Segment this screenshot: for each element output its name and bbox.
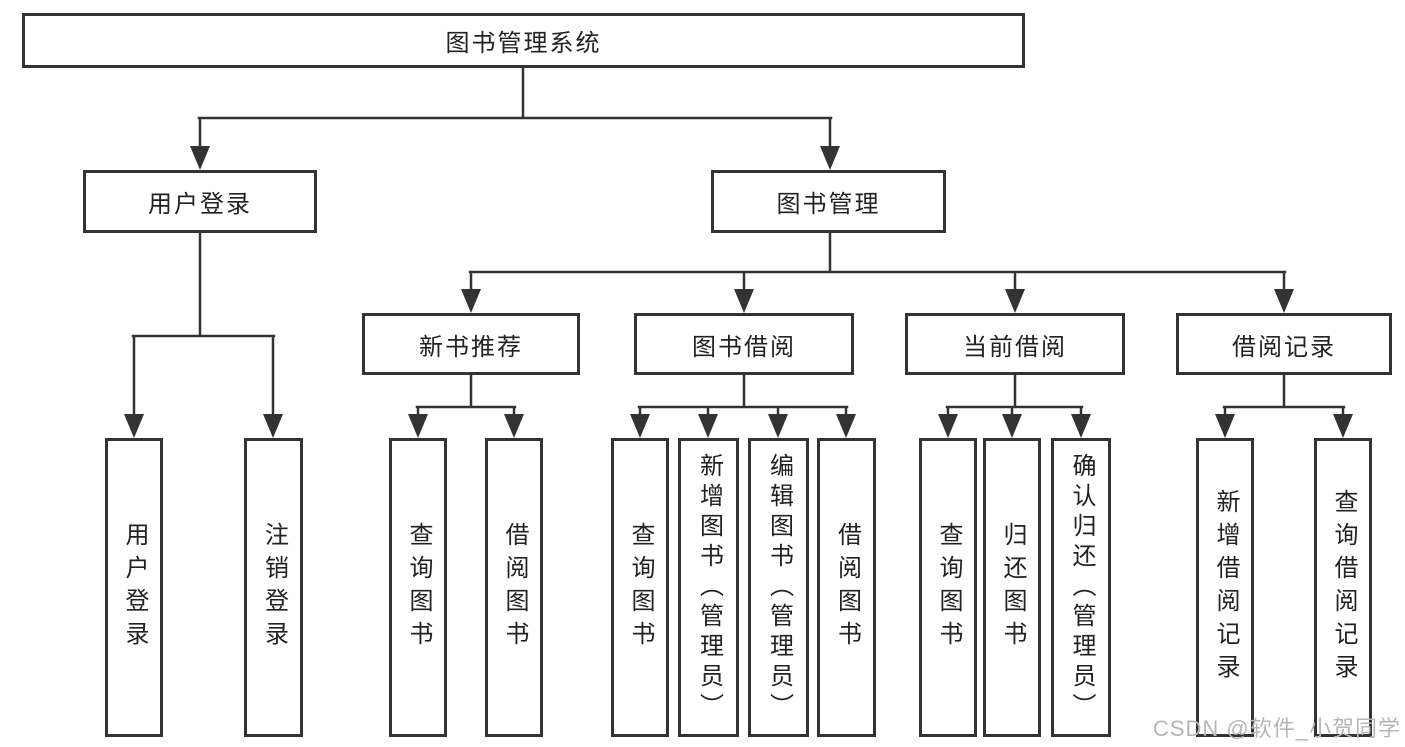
- leaf-user-login: 用户登录: [105, 438, 163, 737]
- node-book-borrow: 图书借阅: [634, 313, 854, 375]
- leaf-cb-confirm-return-admin: 确认归还（管理员）: [1051, 438, 1111, 737]
- leaf-rec-borrow-books: 借阅图书: [485, 438, 543, 737]
- node-user-login: 用户登录: [83, 170, 317, 233]
- leaf-logout: 注销登录: [244, 438, 303, 737]
- leaf-br-add-record: 新增借阅记录: [1196, 438, 1254, 737]
- csdn-watermark: CSDN @软件_小贺同学: [1152, 716, 1401, 741]
- arrowhead: [263, 414, 283, 438]
- arrowhead: [504, 414, 524, 438]
- leaf-br-query-record: 查询借阅记录: [1314, 438, 1372, 737]
- leaf-cb-query-books: 查询图书: [919, 438, 977, 737]
- arrowhead: [768, 414, 788, 438]
- node-book-mgmt: 图书管理: [711, 170, 946, 233]
- node-root: 图书管理系统: [22, 13, 1025, 68]
- node-new-book-rec: 新书推荐: [362, 313, 580, 375]
- arrowhead: [820, 146, 840, 170]
- leaf-rec-query-books: 查询图书: [389, 438, 447, 737]
- arrowhead: [836, 414, 856, 438]
- arrowhead: [124, 414, 144, 438]
- arrowhead: [408, 414, 428, 438]
- arrowhead: [1005, 289, 1025, 313]
- leaf-cb-return-books: 归还图书: [983, 438, 1041, 737]
- leaf-bb-add-books-admin: 新增图书（管理员）: [678, 438, 739, 737]
- arrowhead: [1333, 414, 1353, 438]
- node-borrow-record: 借阅记录: [1176, 313, 1392, 375]
- arrowheads: [124, 146, 1353, 438]
- leaf-bb-query-books: 查询图书: [611, 438, 669, 737]
- leaf-bb-edit-books-admin: 编辑图书（管理员）: [748, 438, 809, 737]
- arrowhead: [1215, 414, 1235, 438]
- arrowhead: [1002, 414, 1022, 438]
- arrowhead: [938, 414, 958, 438]
- arrowhead: [698, 414, 718, 438]
- arrowhead: [461, 289, 481, 313]
- arrowhead: [630, 414, 650, 438]
- arrowhead: [1071, 414, 1091, 438]
- arrowhead: [734, 289, 754, 313]
- connector-paths: [131, 66, 1346, 416]
- node-current-borrow: 当前借阅: [905, 313, 1125, 375]
- leaf-bb-borrow-books: 借阅图书: [817, 438, 876, 737]
- arrowhead: [1274, 289, 1294, 313]
- arrowhead: [190, 146, 210, 170]
